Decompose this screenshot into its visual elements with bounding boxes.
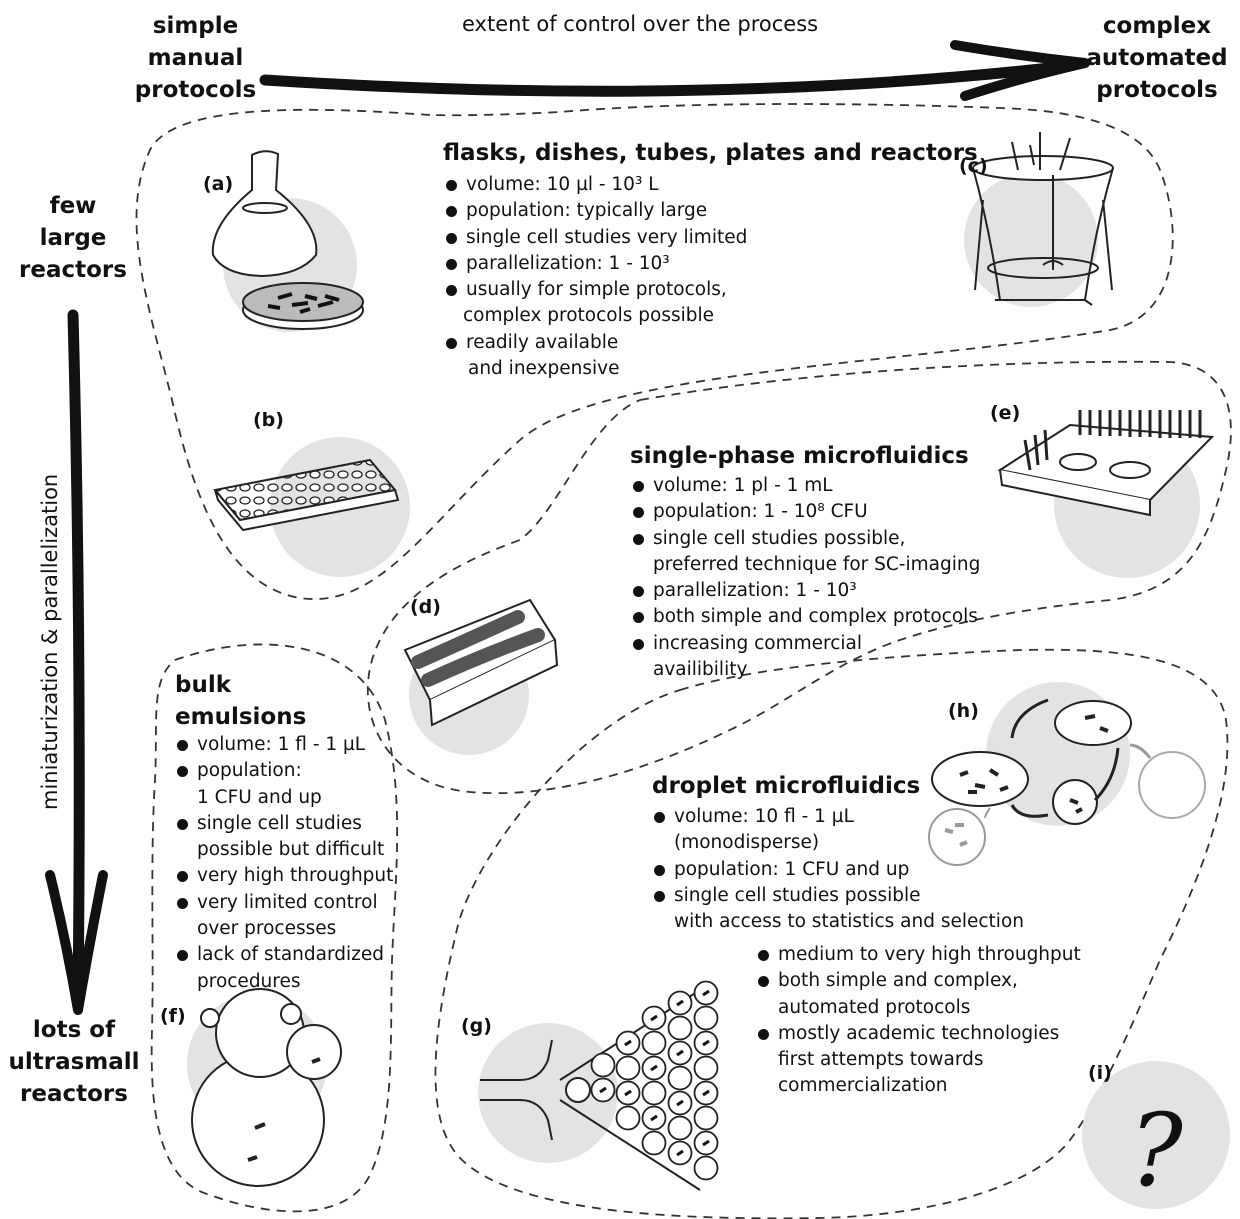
droplet-cell [624, 1039, 632, 1047]
bullet-item: single cell studies very limited [444, 225, 747, 251]
region-bulk [150, 643, 399, 1213]
droplet-bullets: volume: 10 fl - 1 µL(monodisperse) popul… [652, 804, 1024, 935]
panel-label-e: (e) [990, 402, 1021, 424]
question-mark: ? [1129, 1092, 1184, 1209]
droplet-bullets-2: medium to very high throughput both simp… [756, 942, 1081, 1100]
bullet-item: very high throughput [175, 863, 393, 889]
droplet-cell [676, 1149, 684, 1157]
bullet-item: volume: 10 µl - 10³ L [444, 172, 747, 198]
single-phase-heading: single-phase microfluidics [630, 443, 969, 469]
droplet [615, 1105, 641, 1131]
well-plate-illustration [213, 458, 400, 532]
droplet [641, 1080, 667, 1106]
petri-dish-illustration [242, 282, 364, 330]
flask-illustration [211, 150, 318, 278]
droplet-cell [676, 1099, 684, 1107]
panel-label-f: (f) [160, 1005, 186, 1027]
panel-label-h: (h) [948, 700, 979, 722]
region-outlines [135, 103, 1232, 1219]
panel-label-i: (i) [1088, 1062, 1112, 1084]
panel-label-g: (g) [461, 1015, 492, 1037]
bullet-item: usually for simple protocols,complex pro… [444, 277, 747, 330]
droplet [693, 1155, 719, 1181]
bullet-item: parallelization: 1 - 10³ [444, 251, 747, 277]
bullet-item: population:1 CFU and up [175, 758, 393, 811]
bullet-item: population: 1 - 10⁸ CFU [631, 499, 980, 525]
bullet-item: both simple and complex protocols [631, 604, 980, 630]
region-droplet [434, 648, 1229, 1219]
droplet [693, 1005, 719, 1031]
bullet-item: parallelization: 1 - 10³ [631, 578, 980, 604]
top-axis-title: extent of control over the process [462, 12, 819, 36]
flasks-bullets: volume: 10 µl - 10³ L population: typica… [444, 172, 747, 382]
vertical-axis-title: miniaturization & parallelization [38, 473, 62, 810]
droplet-cell [650, 1114, 658, 1122]
vertical-arrow [45, 309, 108, 1015]
flasks-heading: flasks, dishes, tubes, plates and reacto… [443, 140, 978, 166]
horizontal-arrow [259, 40, 1090, 101]
panel-label-c: (c) [959, 155, 988, 177]
bullet-item: population: typically large [444, 198, 747, 224]
droplet-cell [599, 1086, 607, 1094]
panel-label-a: (a) [203, 173, 234, 195]
bullet-item: volume: 1 fl - 1 µL [175, 732, 393, 758]
region-single-phase [367, 360, 1232, 794]
microfluidic-chip-illustration [997, 410, 1215, 517]
droplet [641, 1130, 667, 1156]
droplet [667, 1065, 693, 1091]
bioreactor-illustration [972, 132, 1114, 306]
droplet [667, 1015, 693, 1041]
region-flasks [135, 103, 1174, 600]
droplet-cell [624, 1089, 632, 1097]
droplet-cell [676, 999, 684, 1007]
droplet-cell [650, 1064, 658, 1072]
droplet [667, 1115, 693, 1141]
droplet [693, 1105, 719, 1131]
bulk-bullets: volume: 1 fl - 1 µL population:1 CFU and… [175, 732, 393, 995]
droplet [615, 1055, 641, 1081]
bullet-item: both simple and complex,automated protoc… [756, 968, 1081, 1021]
droplet-cell [702, 1089, 710, 1097]
droplet-array [590, 980, 719, 1181]
emulsion-droplets-illustration [191, 988, 342, 1187]
bullet-item: population: 1 CFU and up [652, 857, 1024, 883]
droplet-cell [702, 989, 710, 997]
droplet-cell [702, 1139, 710, 1147]
panel-label-d: (d) [410, 596, 441, 618]
droplet-cell [650, 1014, 658, 1022]
droplet [590, 1052, 616, 1078]
panel-label-b: (b) [253, 409, 284, 431]
droplet-cell [702, 1039, 710, 1047]
microchannel-illustration [403, 598, 559, 727]
droplet-cycle-illustration [928, 698, 1206, 866]
droplet [693, 1055, 719, 1081]
bullet-item: volume: 10 fl - 1 µL(monodisperse) [652, 804, 1024, 857]
bullet-item: medium to very high throughput [756, 942, 1081, 968]
bullet-item: volume: 1 pl - 1 mL [631, 473, 980, 499]
droplet-heading: droplet microfluidics [652, 773, 921, 799]
single-phase-bullets: volume: 1 pl - 1 mL population: 1 - 10⁸ … [631, 473, 980, 683]
droplet [641, 1030, 667, 1056]
droplet-cell [676, 1049, 684, 1057]
bullet-item: single cell studies possible,preferred t… [631, 526, 980, 579]
